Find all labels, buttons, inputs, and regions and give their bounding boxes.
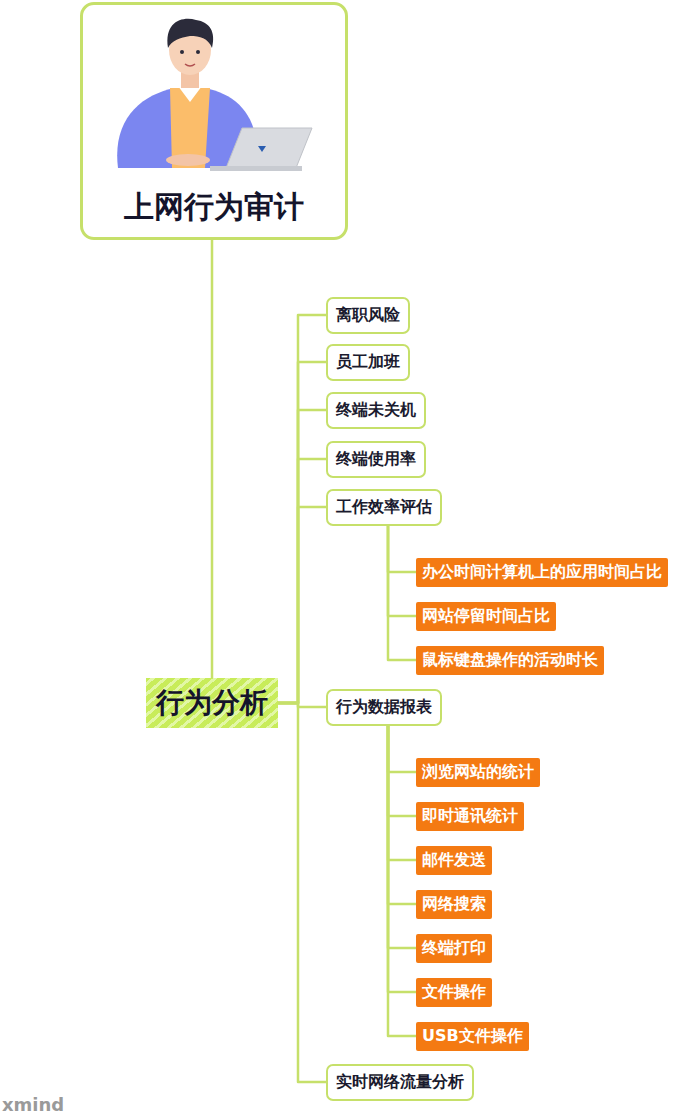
leaf-tag: 网站停留时间占比 [416, 602, 556, 631]
branch-line [388, 726, 416, 1037]
branch-box: 行为数据报表 [326, 689, 442, 726]
node-text: 终端使用率 [336, 449, 416, 470]
leaf-tag: 邮件发送 [416, 846, 492, 875]
node-text: 鼠标键盘操作的活动时长 [422, 650, 598, 671]
branch-line [278, 362, 326, 703]
node-text: 文件操作 [422, 982, 486, 1003]
node-text: 实时网络流量分析 [336, 1072, 464, 1093]
branch-line [388, 726, 416, 949]
node-text: 行为分析 [156, 684, 268, 722]
branch-line [211, 240, 214, 678]
leaf-tag: 终端打印 [416, 934, 492, 963]
branch-line [388, 526, 416, 617]
branch-box: 工作效率评估 [326, 489, 442, 526]
node-text: 网站停留时间占比 [422, 606, 550, 627]
branch-box: 离职风险 [326, 297, 410, 334]
branch-box: 终端使用率 [326, 441, 426, 478]
branch-line [388, 526, 416, 573]
node-text: 上网行为审计 [83, 187, 345, 228]
node-text: 行为数据报表 [336, 697, 432, 718]
node-text: 网络搜索 [422, 894, 486, 915]
leaf-tag: 文件操作 [416, 978, 492, 1007]
leaf-tag: 网络搜索 [416, 890, 492, 919]
leaf-tag: 办公时间计算机上的应用时间占比 [416, 558, 668, 587]
node-text: 邮件发送 [422, 850, 486, 871]
branch-line [278, 703, 326, 1082]
person-illustration [117, 19, 312, 171]
branch-line [388, 726, 416, 905]
leaf-tag: 鼠标键盘操作的活动时长 [416, 646, 604, 675]
node-text: 即时通讯统计 [422, 806, 518, 827]
branch-box: 员工加班 [326, 344, 410, 381]
branch-line [388, 726, 416, 773]
watermark: xmind [2, 1094, 64, 1115]
branch-line [388, 526, 416, 661]
node-text: 终端打印 [422, 938, 486, 959]
branch-line [388, 726, 416, 993]
node-text: 员工加班 [336, 352, 400, 373]
branch-line [278, 507, 326, 703]
branch-line [278, 410, 326, 703]
node-text: 工作效率评估 [336, 497, 432, 518]
node-text: 办公时间计算机上的应用时间占比 [422, 562, 662, 583]
node-text: 终端未关机 [336, 400, 416, 421]
branch-line [278, 315, 326, 703]
leaf-tag: 即时通讯统计 [416, 802, 524, 831]
branch-line [388, 726, 416, 817]
leaf-tag: USB文件操作 [416, 1022, 529, 1051]
branch-line [278, 459, 326, 703]
branch-box: 实时网络流量分析 [326, 1064, 474, 1101]
node-text: 离职风险 [336, 305, 400, 326]
branch-line [388, 726, 416, 861]
root-topic-box: 上网行为审计 [80, 2, 348, 240]
branch-box: 终端未关机 [326, 392, 426, 429]
node-text: USB文件操作 [422, 1026, 523, 1047]
central-topic: 行为分析 [146, 678, 278, 728]
leaf-tag: 浏览网站的统计 [416, 758, 540, 787]
node-text: 浏览网站的统计 [422, 762, 534, 783]
